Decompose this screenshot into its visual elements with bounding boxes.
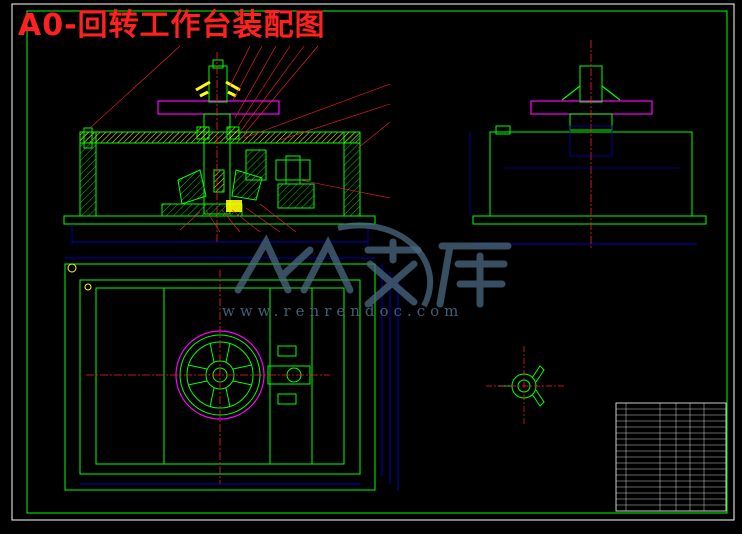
top-view bbox=[64, 257, 399, 491]
outer-border bbox=[11, 3, 735, 521]
drawing-title: A0-回转工作台装配图 bbox=[18, 8, 326, 43]
title-block bbox=[615, 402, 727, 512]
front-section-view bbox=[63, 45, 391, 246]
detail-view-clamp bbox=[486, 346, 564, 424]
watermark-url: www.renrendoc.com bbox=[222, 302, 464, 320]
inner-border bbox=[26, 10, 728, 514]
side-view bbox=[469, 40, 707, 248]
